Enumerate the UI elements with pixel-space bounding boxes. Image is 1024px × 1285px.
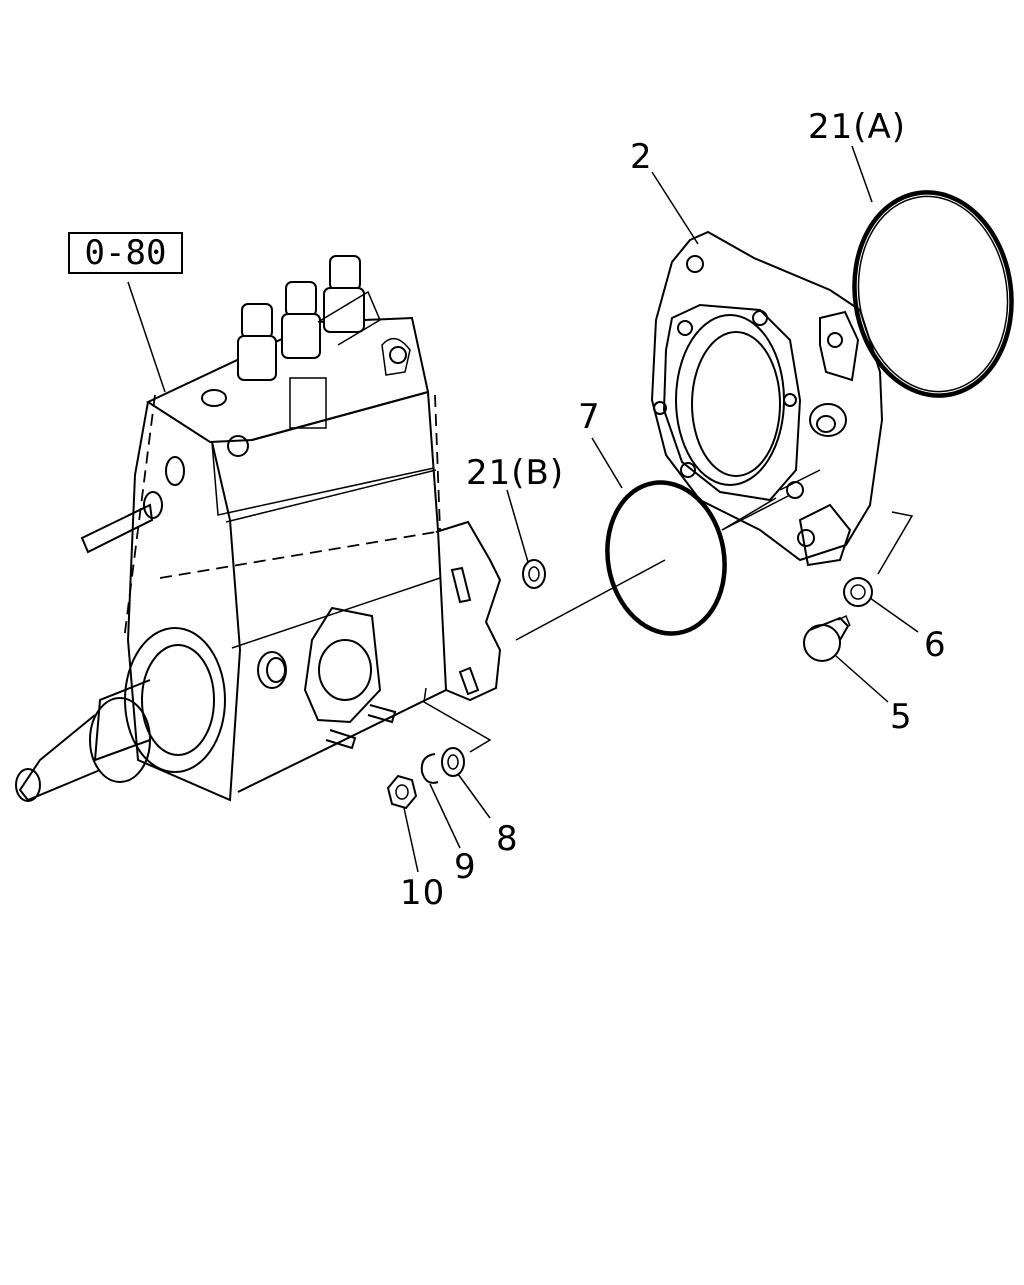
drive-shaft xyxy=(15,627,226,802)
callout-21a: 21(A) xyxy=(808,107,907,147)
callout-21b: 21(B) xyxy=(466,453,565,493)
callout-7: 7 xyxy=(578,397,601,437)
washer-6 xyxy=(843,577,873,607)
mounting-flange xyxy=(303,606,397,750)
control-rod xyxy=(80,491,163,554)
nut-10 xyxy=(386,774,418,810)
washer-21b xyxy=(522,559,546,589)
callout-5: 5 xyxy=(890,697,913,737)
callout-2: 2 xyxy=(630,137,653,177)
gear-case-housing xyxy=(650,230,884,567)
lock-washer-9 xyxy=(420,753,439,784)
callout-6: 6 xyxy=(924,625,947,665)
callout-9: 9 xyxy=(454,847,477,887)
callout-10: 10 xyxy=(400,873,446,913)
o-ring-7 xyxy=(605,480,727,636)
callout-8: 8 xyxy=(496,819,519,859)
delivery-valve-holders xyxy=(201,255,411,457)
o-ring-21a xyxy=(852,190,1014,398)
injection-pump-body xyxy=(15,255,502,802)
bolt-5 xyxy=(803,614,851,662)
leader-lines xyxy=(127,145,919,873)
washer-8 xyxy=(441,747,465,777)
reference-box: 0-80 xyxy=(68,232,183,274)
